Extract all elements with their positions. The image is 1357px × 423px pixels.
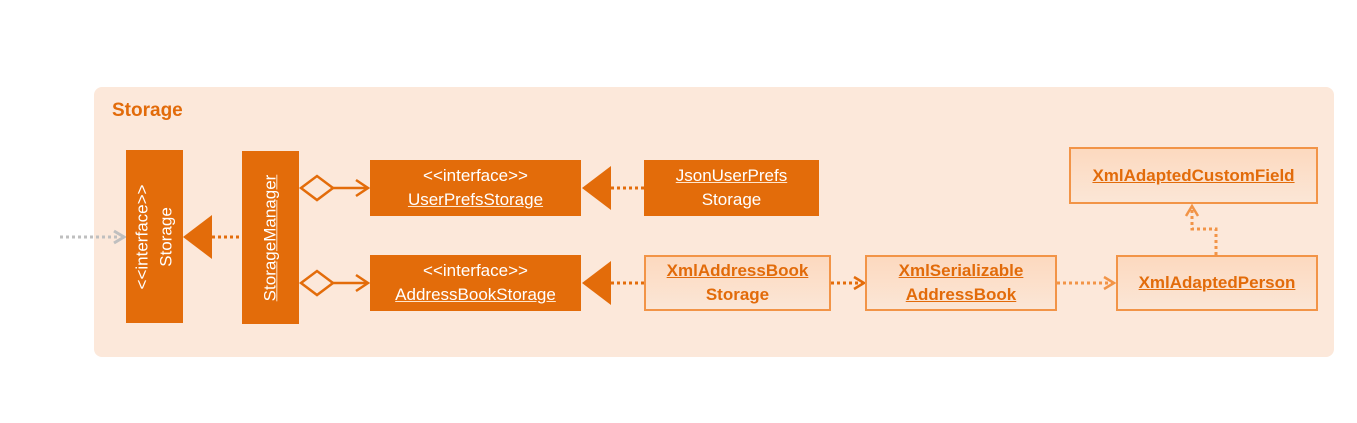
class-name-line2: AddressBook (905, 285, 1017, 304)
realization-triangle-userprefs (582, 166, 611, 210)
aggregation-diamond-addressbook (298, 269, 336, 297)
aggregation-arrowhead-userprefs (355, 178, 371, 198)
aggregation-diamond-userprefs (298, 174, 336, 202)
realization-triangle-addressbook (582, 261, 611, 305)
package-title: Storage (112, 100, 183, 121)
dependency-arrowhead-serializable (853, 275, 867, 291)
class-name-line1: JsonUserPrefs (675, 166, 788, 185)
dependency-arrowhead-customfield (1184, 203, 1200, 217)
stereotype-label: <<interface>> (132, 184, 152, 289)
class-name: XmlAdaptedPerson (1138, 273, 1296, 292)
realization-triangle-storage (183, 215, 212, 259)
storage-manager-text: StorageManager (259, 174, 283, 301)
storage-manager-box[interactable]: StorageManager (242, 151, 299, 324)
xml-serializable-addressbook-box[interactable]: XmlSerializable AddressBook (865, 255, 1057, 311)
dependency-line-customfield (1190, 210, 1218, 255)
userprefs-storage-box[interactable]: <<interface>> UserPrefsStorage (370, 160, 581, 216)
class-name-line1: XmlSerializable (898, 261, 1024, 280)
stereotype-label: <<interface>> (423, 261, 528, 280)
storage-interface-text: <<interface>> Storage (131, 184, 179, 289)
class-name: AddressBookStorage (395, 285, 556, 304)
class-name: StorageManager (260, 174, 280, 301)
class-name-line1: XmlAddressBook (666, 261, 809, 280)
xml-adapted-customfield-box[interactable]: XmlAdaptedCustomField (1069, 147, 1318, 204)
json-userprefs-storage-box[interactable]: JsonUserPrefs Storage (644, 160, 819, 216)
class-name: Storage (156, 206, 176, 267)
class-name: XmlAdaptedCustomField (1092, 165, 1295, 185)
dependency-arrowhead-person (1103, 275, 1117, 291)
storage-interface-box[interactable]: <<interface>> Storage (126, 150, 183, 323)
class-name-line2: Storage (701, 190, 762, 209)
aggregation-arrowhead-addressbook (355, 273, 371, 293)
storage-package (94, 87, 1334, 357)
xml-adapted-person-box[interactable]: XmlAdaptedPerson (1116, 255, 1318, 311)
stereotype-label: <<interface>> (423, 166, 528, 185)
external-dependency-arrowhead (113, 229, 127, 245)
class-name-line2: Storage (705, 285, 770, 304)
addressbook-storage-box[interactable]: <<interface>> AddressBookStorage (370, 255, 581, 311)
class-name: UserPrefsStorage (407, 190, 544, 209)
xml-addressbook-storage-box[interactable]: XmlAddressBook Storage (644, 255, 831, 311)
